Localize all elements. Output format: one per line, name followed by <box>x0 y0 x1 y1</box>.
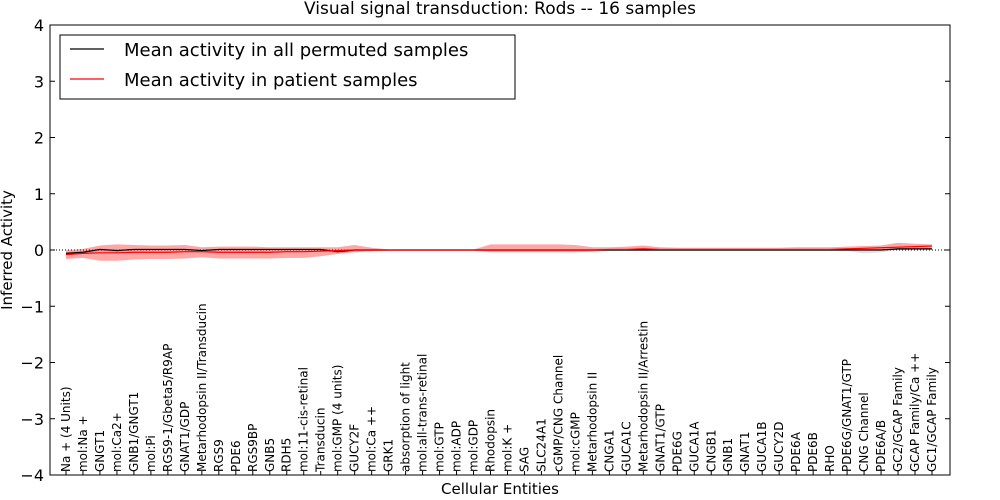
x-axis-label: Cellular Entities <box>441 480 559 498</box>
x-tick-label: mol:all-trans-retinal <box>416 354 430 472</box>
x-tick-label: Transducin <box>314 408 328 473</box>
x-tick-label: GUCA1B <box>755 421 769 472</box>
legend: Mean activity in all permuted samples Me… <box>59 34 516 100</box>
x-tick-label: GNAT1/GDP <box>178 402 192 472</box>
y-tick-label: −1 <box>20 297 44 316</box>
x-tick-label: Metarhodopsin II/Transducin <box>195 303 209 472</box>
x-tick-label: CNG Channel <box>857 392 871 472</box>
y-axis: −4 −3 −2 −1 0 1 2 3 4 <box>20 16 950 485</box>
y-tick-label: −2 <box>20 354 44 373</box>
x-tick-label: GNB5 <box>263 438 277 472</box>
x-tick-label: CNGA1 <box>602 430 616 473</box>
x-tick-label: PDE6G/GNAT1/GTP <box>840 359 854 472</box>
x-tick-label: PDE6G <box>670 431 684 472</box>
x-tick-label: GC1/GCAP Family <box>925 367 939 472</box>
y-tick-label: 0 <box>34 241 44 260</box>
x-tick-label: CNGB1 <box>704 429 718 472</box>
x-tick-label: GRK1 <box>382 439 396 472</box>
x-tick-label: mol:K + <box>500 424 514 472</box>
x-tick-label: SAG <box>517 447 531 472</box>
x-tick-label: Rhodopsin <box>484 409 498 472</box>
x-tick-label: GNAT1/GTP <box>653 404 667 472</box>
x-tick-label: mol:GMP (4 units) <box>331 365 345 472</box>
x-tick-label: Metarhodopsin II/Arrestin <box>636 321 650 472</box>
x-tick-label: mol:cGMP <box>568 412 582 472</box>
x-tick-label: RGS9BP <box>246 424 260 472</box>
x-tick-label: SLC24A1 <box>534 418 548 472</box>
x-tick-label: GCAP Family/Ca ++ <box>908 353 922 472</box>
x-tick-label: mol:Pi <box>144 435 158 472</box>
x-tick-label: GNB1 <box>721 438 735 472</box>
series-line-patient <box>65 245 933 256</box>
x-tick-label: GUCY2D <box>772 422 786 472</box>
legend-label-patient: Mean activity in patient samples <box>124 70 418 91</box>
y-axis-label: Inferred Activity <box>0 190 16 310</box>
x-tick-label: mol:11-cis-retinal <box>297 367 311 472</box>
legend-label-permuted: Mean activity in all permuted samples <box>124 40 468 61</box>
x-tick-label: absorption of light <box>399 362 413 472</box>
x-tick-label: GNGT1 <box>93 430 107 472</box>
x-tick-label: PDE6B <box>806 432 820 472</box>
y-tick-label: 1 <box>34 185 44 204</box>
x-tick-label: cGMP/CNG Channel <box>551 355 565 472</box>
x-tick-label: mol:Ca ++ <box>365 406 379 472</box>
chart-title: Visual signal transduction: Rods -- 16 s… <box>304 0 696 19</box>
y-tick-label: −3 <box>20 410 44 429</box>
x-tick-label: GUCA1A <box>687 421 701 472</box>
x-tick-label: RGS9 <box>212 439 226 472</box>
legend-box <box>59 34 516 100</box>
plot-area <box>50 242 950 261</box>
x-tick-label: PDE6A <box>789 431 803 472</box>
y-tick-label: 4 <box>34 16 44 35</box>
y-tick-label: 2 <box>34 129 44 148</box>
x-tick-label: mol:Na + <box>76 415 90 472</box>
x-tick-label: GNAT1 <box>738 431 752 472</box>
x-tick-label: mol:GTP <box>433 422 447 472</box>
x-tick-label: RDH5 <box>280 438 294 472</box>
x-tick-label: PDE6A/B <box>874 420 888 472</box>
x-tick-label: GUCY2F <box>348 424 362 472</box>
band-patient <box>66 242 932 261</box>
x-tick-label: Metarhodopsin II <box>585 372 599 472</box>
x-tick-label: mol:GDP <box>467 420 481 472</box>
x-tick-label: GUCA1C <box>619 421 633 472</box>
x-tick-label: GC2/GCAP Family <box>891 367 905 472</box>
x-tick-label: Na + (4 Units) <box>59 386 73 472</box>
x-tick-label: PDE6 <box>229 440 243 472</box>
x-tick-label: mol:Ca2+ <box>110 412 124 472</box>
x-tick-label: RGS9-1/Gbeta5/R9AP <box>161 344 175 472</box>
x-tick-label: mol:ADP <box>450 421 464 472</box>
y-tick-label: −4 <box>20 466 44 485</box>
y-tick-label: 3 <box>34 72 44 91</box>
x-tick-label: RHO <box>823 445 837 472</box>
x-tick-label: GNB1/GNGT1 <box>127 392 141 472</box>
